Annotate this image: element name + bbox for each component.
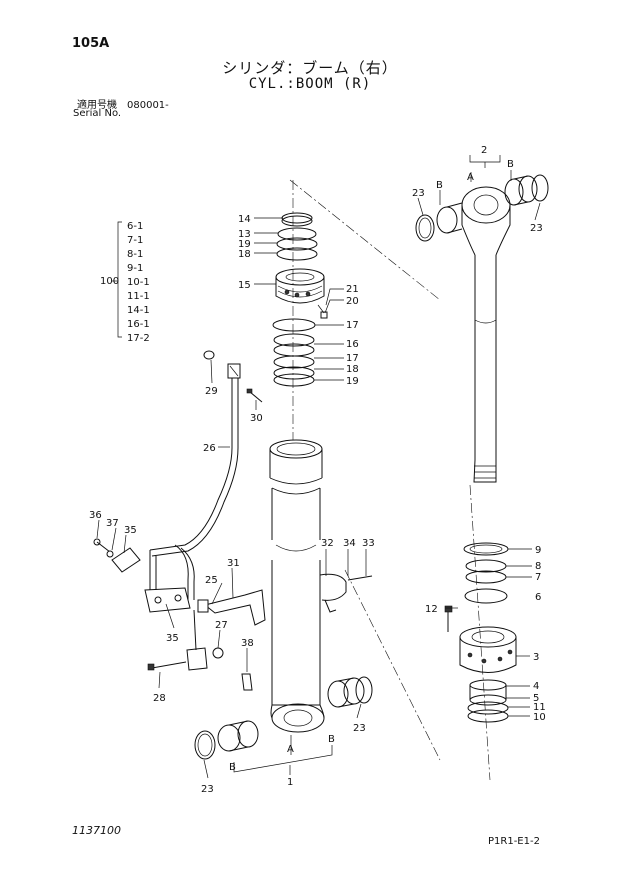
pipe (149, 350, 241, 600)
callout-label: 34 (343, 538, 356, 549)
callout-label: 25 (205, 575, 218, 586)
callout-label: 9 (535, 545, 541, 556)
callout-label: 1 (287, 777, 293, 788)
callout-label: 20 (346, 296, 359, 307)
callout-label: 27 (215, 620, 228, 631)
callout-label: 13 (238, 229, 251, 240)
bolt (246, 388, 263, 403)
callout-label: 11 (533, 702, 546, 713)
cylinder-head (459, 626, 517, 673)
callout-label: 5 (533, 693, 539, 704)
callout-label: 16 (346, 339, 359, 350)
bushing-top-right (504, 174, 549, 206)
callout-label: 38 (241, 638, 254, 649)
callout-label: 6 (535, 592, 541, 603)
head-seal-stack (467, 679, 509, 723)
callout-labels: 14 13 19 18 15 21 20 17 16 17 18 19 29 3… (89, 145, 546, 795)
band-clamp (319, 573, 373, 613)
kit-item-label: 8-1 (127, 249, 143, 260)
document-number: 1137100 (72, 824, 121, 837)
callout-label: 23 (353, 723, 366, 734)
callout-label: 4 (533, 681, 539, 692)
bushing-top-left (415, 202, 463, 242)
callout-label: 7 (535, 572, 541, 583)
callout-label: 12 (425, 604, 438, 615)
callout-label: 15 (238, 280, 251, 291)
plug (241, 673, 253, 691)
page-code: 105A (72, 36, 110, 51)
callout-label: 17 (346, 353, 359, 364)
callout-label: 2 (481, 145, 487, 156)
kit-bracket: 100 6-1 7-1 8-1 9-1 10-1 11-1 14-1 16-1 … (100, 221, 150, 344)
seal-stack-piston (272, 318, 316, 387)
serial-label-japanese: 適用号機 080001- (77, 100, 169, 111)
piston (275, 268, 325, 304)
bolt (444, 605, 453, 632)
o-ring (212, 647, 224, 659)
bushing-bottom-right (327, 676, 373, 708)
kit-item-label: 7-1 (127, 235, 143, 246)
title-english: CYL.:BOOM (R) (248, 76, 372, 92)
callout-label: 17 (346, 320, 359, 331)
kit-item-label: 6-1 (127, 221, 143, 232)
kit-item-label: 11-1 (127, 291, 150, 302)
center-line (289, 179, 441, 301)
rod-seal-stack (463, 542, 509, 604)
callout-label: 28 (153, 693, 166, 704)
callout-label: 32 (321, 538, 334, 549)
cylinder-tube (269, 439, 325, 733)
callout-label: 36 (89, 510, 102, 521)
callout-label: 23 (201, 784, 214, 795)
flange-block (144, 587, 208, 671)
bushing-bottom-left (194, 720, 259, 760)
callout-label: 31 (227, 558, 240, 569)
callout-label: 37 (106, 518, 119, 529)
callout-label: 23 (530, 223, 543, 234)
sheet-code: P1R1-E1-2 (488, 836, 540, 847)
seal-stack-top (276, 212, 318, 261)
callout-label: 18 (346, 364, 359, 375)
clamp-upper (93, 538, 141, 573)
kit-item-label: 17-2 (127, 333, 150, 344)
callout-label: 10 (533, 712, 546, 723)
callout-label: B (507, 159, 514, 170)
center-line (469, 484, 491, 781)
bolt (147, 661, 187, 671)
kit-item-label: 9-1 (127, 263, 143, 274)
callout-label: 26 (203, 443, 216, 454)
callout-label: B (229, 762, 236, 773)
leader-lines (96, 155, 541, 779)
callout-label: 19 (238, 239, 251, 250)
kit-item-label: 16-1 (127, 319, 150, 330)
callout-label: B (328, 734, 335, 745)
serial-label-english: Serial No. (73, 108, 122, 119)
callout-label: 14 (238, 214, 251, 225)
callout-label: 30 (250, 413, 263, 424)
callout-label: 35 (124, 525, 137, 536)
callout-label: 23 (412, 188, 425, 199)
bracket (197, 589, 266, 626)
callout-label: 3 (533, 652, 539, 663)
callout-label: 19 (346, 376, 359, 387)
kit-item-label: 10-1 (127, 277, 150, 288)
callout-label: 8 (535, 561, 541, 572)
title-japanese: シリンダ：ブーム（右） (222, 59, 398, 77)
callout-label: A (467, 172, 474, 183)
callout-label: 33 (362, 538, 375, 549)
callout-label: 21 (346, 284, 359, 295)
callout-label: B (436, 180, 443, 191)
callout-label: 29 (205, 386, 218, 397)
callout-label: 18 (238, 249, 251, 260)
callout-label: A (287, 744, 294, 755)
piston-rod (461, 186, 511, 483)
set-screw (317, 304, 328, 319)
kit-item-label: 14-1 (127, 305, 150, 316)
callout-label: 35 (166, 633, 179, 644)
kit-number-label: 100 (100, 276, 119, 287)
